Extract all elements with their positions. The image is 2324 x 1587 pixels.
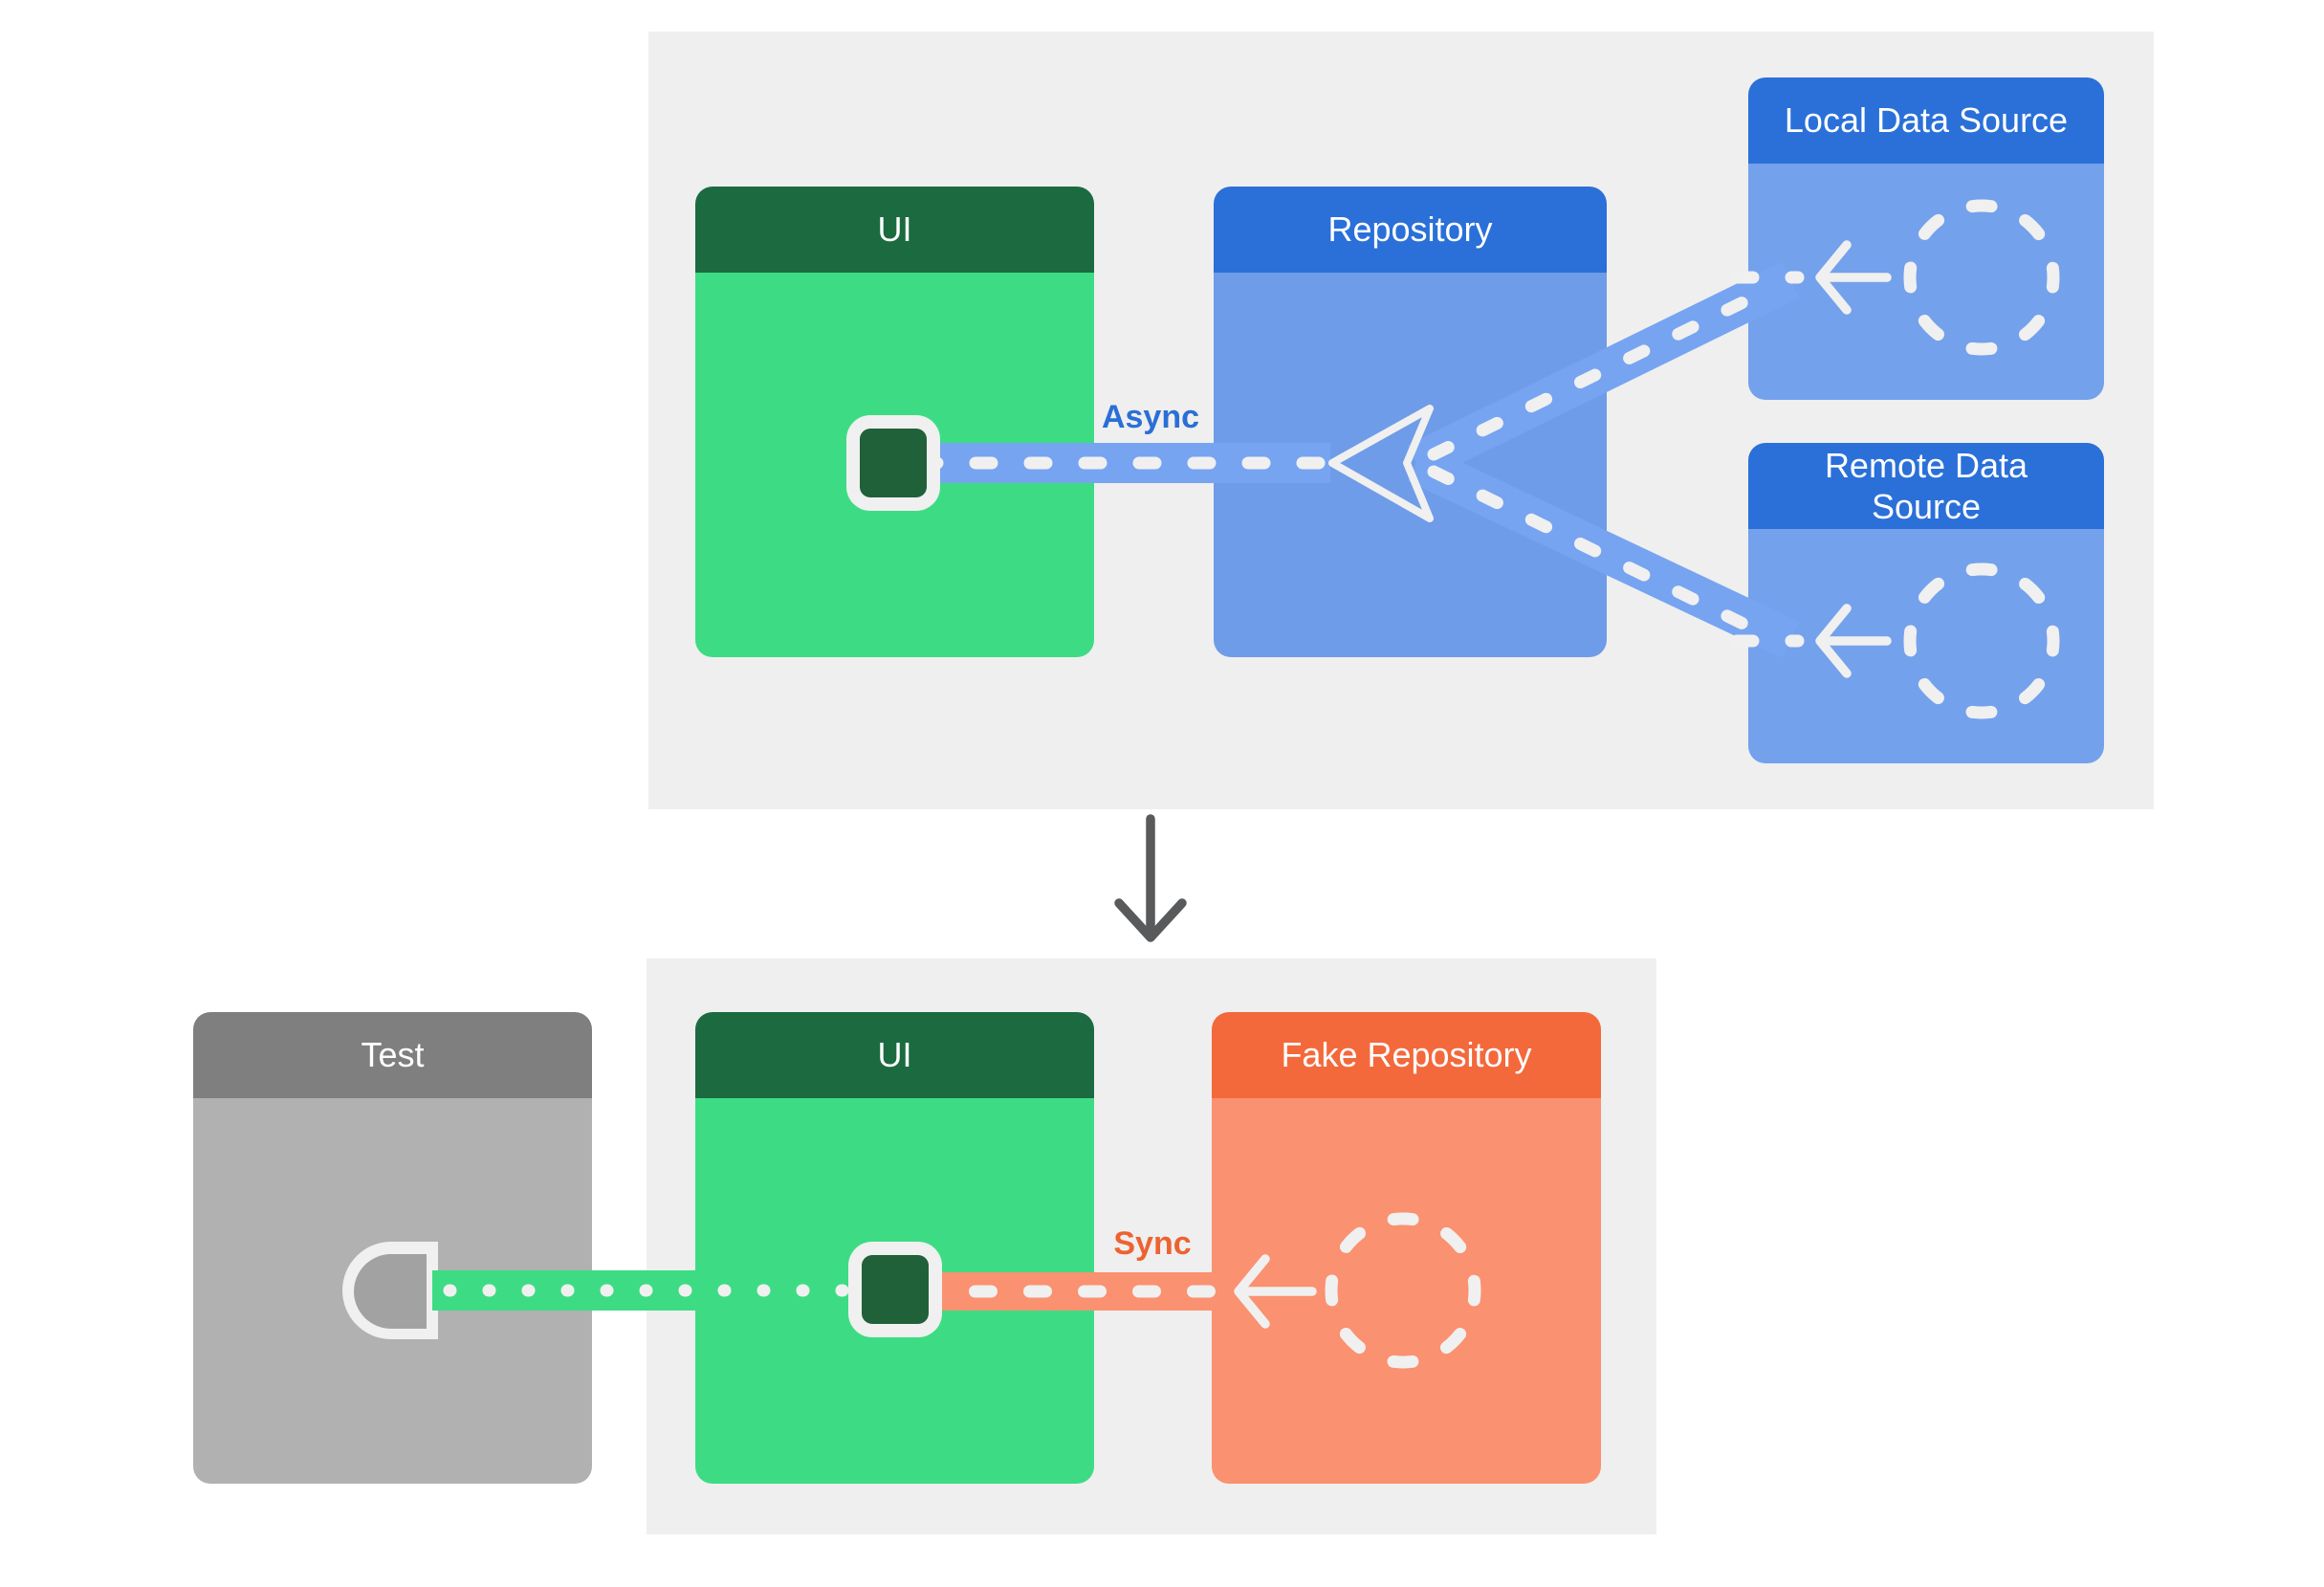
card-repository-title: Repository — [1327, 209, 1493, 250]
card-ui-top-header: UI — [695, 187, 1094, 273]
local-dashed-circle-icon — [1903, 199, 2060, 356]
card-remote-data-source-header: Remote Data Source — [1748, 443, 2104, 529]
card-test-title: Test — [361, 1035, 425, 1075]
card-remote-data-source-body — [1748, 529, 2104, 763]
ui-state-square-icon-top — [846, 415, 940, 511]
local-source-band — [1407, 261, 1800, 481]
card-remote-data-source-title: Remote Data Source — [1824, 445, 2028, 526]
card-local-data-source-body — [1748, 164, 2104, 400]
remote-source-band — [1408, 445, 1800, 659]
card-ui-bottom-header: UI — [695, 1012, 1094, 1098]
card-ui-bottom-title: UI — [877, 1035, 912, 1075]
fake-repo-dashed-circle-icon — [1325, 1212, 1481, 1369]
async-connection-label: Async — [1101, 399, 1200, 435]
ui-state-square-icon-bottom — [848, 1242, 942, 1337]
test-socket-inner — [354, 1254, 427, 1329]
sync-band — [937, 1272, 1396, 1311]
card-fake-repository-header: Fake Repository — [1212, 1012, 1601, 1098]
local-arrow-left-icon — [1815, 240, 1892, 315]
local-diagonal-dashes — [1427, 280, 1781, 461]
card-local-data-source-title: Local Data Source — [1784, 100, 2069, 141]
card-repository-header: Repository — [1214, 187, 1607, 273]
card-ui-top-title: UI — [877, 209, 912, 250]
sync-connection-label: Sync — [1113, 1225, 1192, 1262]
down-arrow-icon — [1114, 814, 1187, 942]
card-local-data-source: Local Data Source — [1748, 77, 2104, 400]
triangle-merge-icon — [1328, 405, 1434, 522]
card-remote-data-source: Remote Data Source — [1748, 443, 2104, 763]
card-fake-repository-title: Fake Repository — [1281, 1035, 1532, 1075]
remote-arrow-left-icon — [1815, 604, 1892, 678]
remote-diagonal-dashes — [1427, 465, 1781, 646]
remote-dashed-circle-icon — [1903, 562, 2060, 719]
fake-repo-arrow-left-icon — [1234, 1254, 1317, 1329]
card-local-data-source-header: Local Data Source — [1748, 77, 2104, 164]
card-test-header: Test — [193, 1012, 592, 1098]
